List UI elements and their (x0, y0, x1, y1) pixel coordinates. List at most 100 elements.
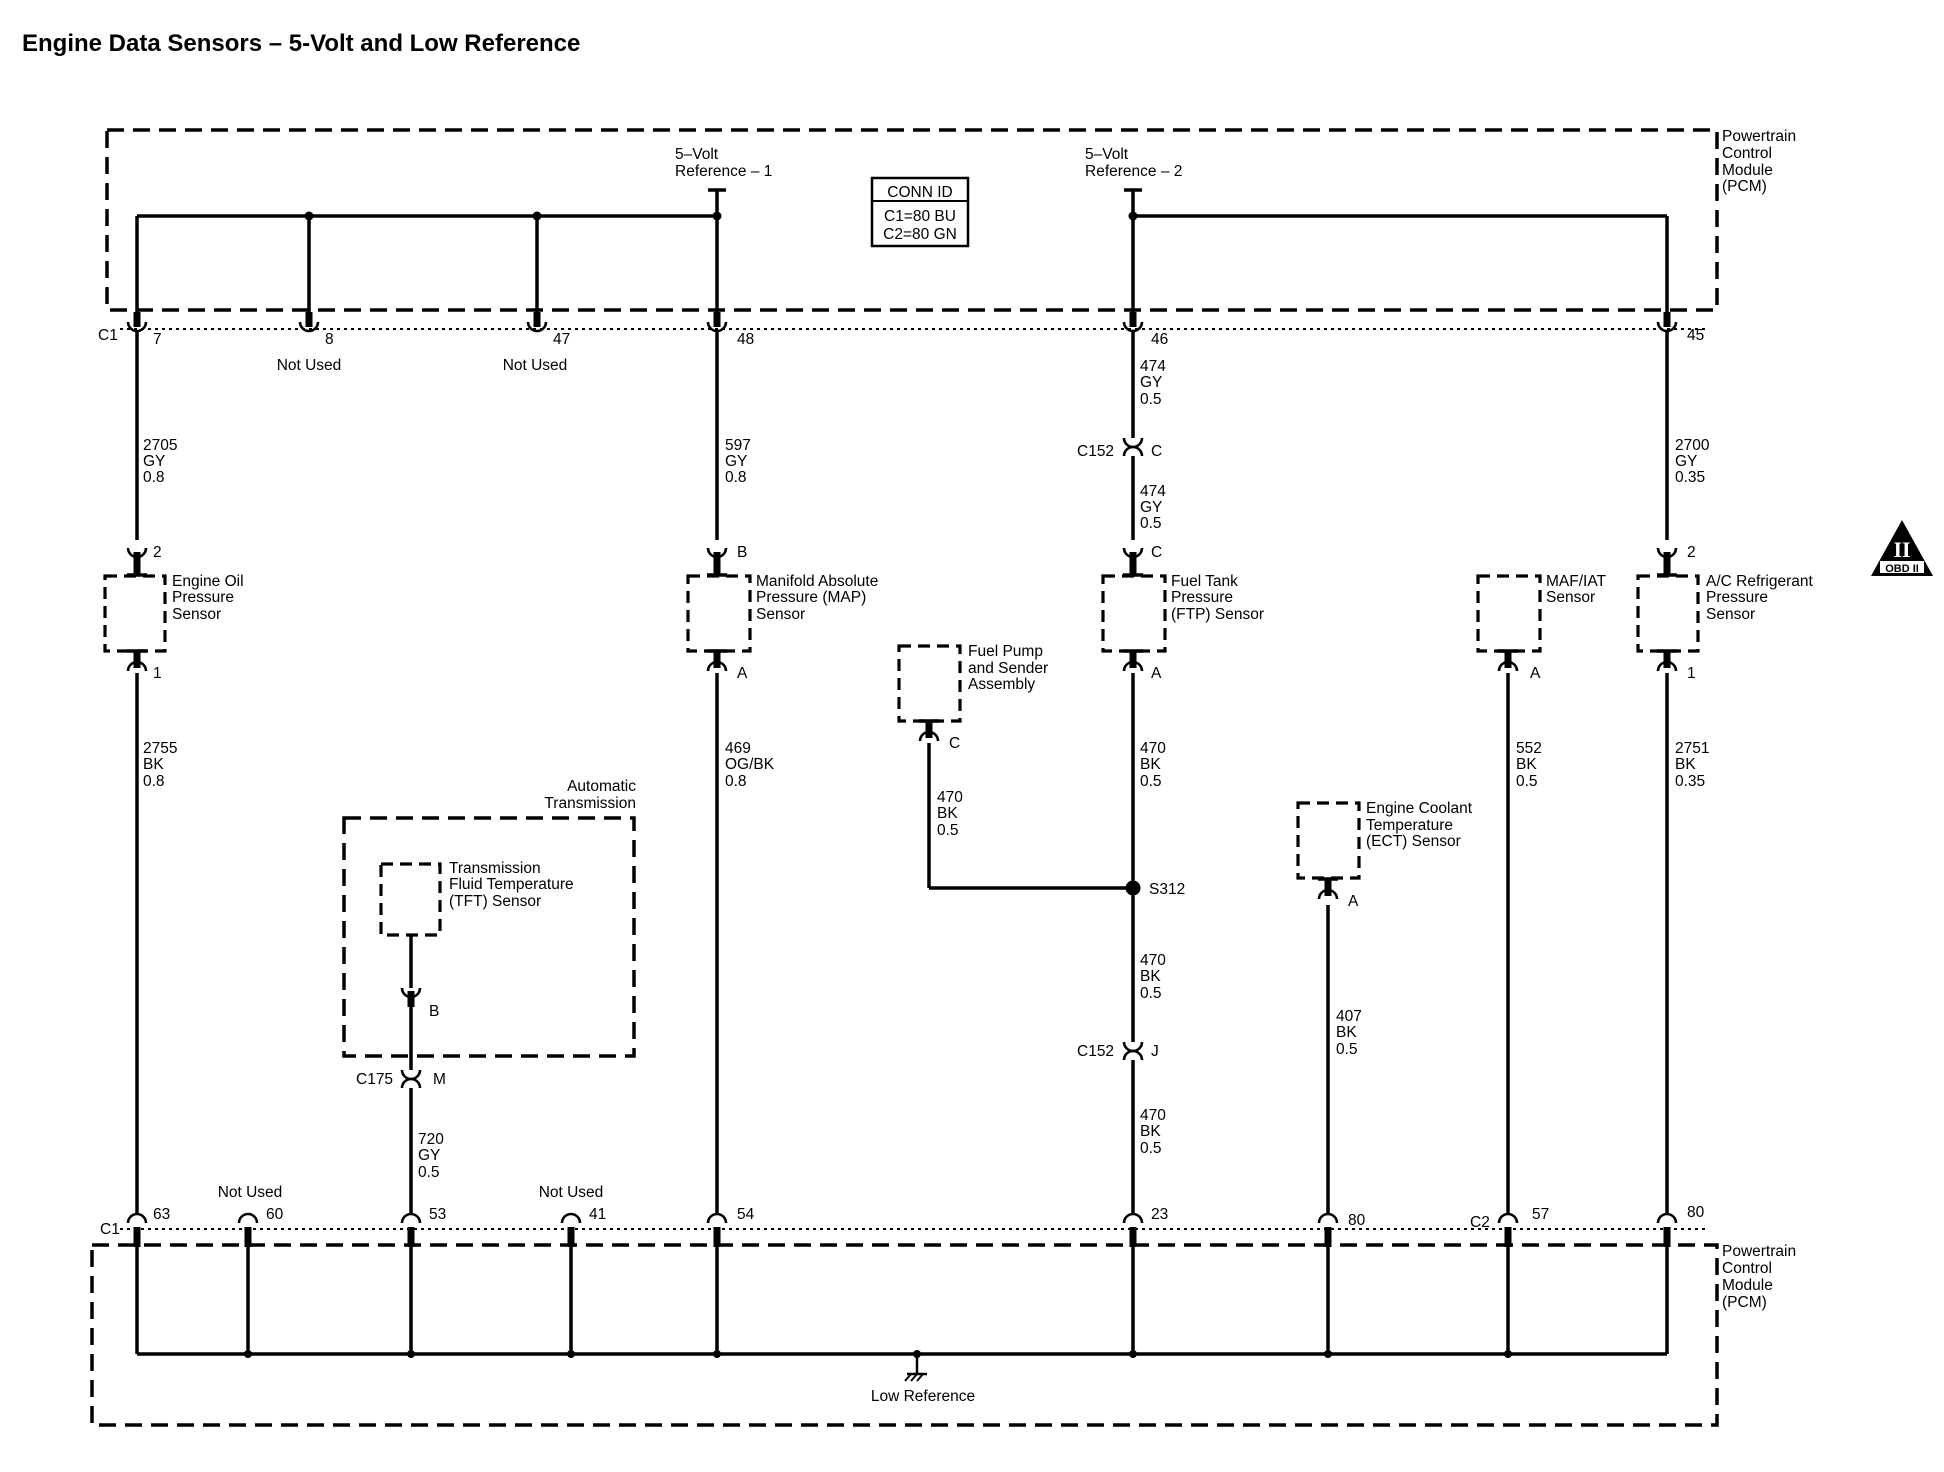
top-pin-48: 48 (737, 331, 754, 348)
ref2-label-line1: 5–Volt (1085, 146, 1129, 163)
auto-trans-box (342, 816, 636, 1058)
bottom-pin-54: 54 (737, 1206, 755, 1223)
svg-text:Fuel Pump: Fuel Pump (968, 643, 1043, 660)
svg-text:0.5: 0.5 (1140, 515, 1162, 532)
bottom-pin-57: 57 (1532, 1206, 1549, 1223)
inline-connectors (400, 437, 1144, 1089)
svg-text:0.5: 0.5 (1336, 1041, 1358, 1058)
svg-text:BK: BK (1675, 756, 1696, 773)
svg-text:Temperature: Temperature (1366, 817, 1453, 834)
svg-text:BK: BK (1516, 756, 1537, 773)
pin-oil-1: 1 (153, 665, 162, 682)
svg-text:720: 720 (418, 1131, 444, 1148)
top-c1-label: C1 (98, 327, 118, 344)
pcm-top-label-line: Control (1722, 145, 1772, 162)
pcm-bottom-label-line: (PCM) (1722, 1294, 1767, 1311)
pin-map-a: A (737, 665, 748, 682)
pin-c152-c-top: C (1151, 443, 1162, 460)
svg-text:Sensor: Sensor (756, 606, 805, 623)
pin-ftp-a: A (1151, 665, 1162, 682)
conn-id-box: CONN ID C1=80 BU C2=80 GN (870, 176, 970, 248)
svg-text:407: 407 (1336, 1008, 1362, 1025)
svg-text:470: 470 (1140, 740, 1166, 757)
bottom-pin-41: 41 (589, 1206, 606, 1223)
engine-oil-pressure-sensor (103, 547, 167, 672)
svg-text:2751: 2751 (1675, 740, 1709, 757)
bottom-pin-80: 80 (1348, 1212, 1366, 1229)
svg-text:0.5: 0.5 (1140, 391, 1162, 408)
pin-ftp-c: C (1151, 544, 1162, 561)
bottom-pin-53: 53 (429, 1206, 446, 1223)
top-pin-7: 7 (153, 331, 162, 348)
ref1-label-line2: Reference – 1 (675, 163, 772, 180)
pin-ac-1: 1 (1687, 665, 1696, 682)
svg-text:Assembly: Assembly (968, 676, 1035, 693)
bottom-c2-label: C2 (1470, 1214, 1490, 1231)
not-used-label: Not Used (503, 357, 568, 374)
svg-text:0.8: 0.8 (143, 469, 165, 486)
svg-text:0.5: 0.5 (418, 1164, 440, 1181)
svg-text:0.8: 0.8 (143, 773, 165, 790)
svg-text:470: 470 (1140, 1107, 1166, 1124)
svg-text:552: 552 (1516, 740, 1542, 757)
svg-text:GY: GY (143, 453, 165, 470)
svg-text:0.8: 0.8 (725, 469, 747, 486)
svg-text:474: 474 (1140, 358, 1166, 375)
svg-text:Sensor: Sensor (1546, 589, 1595, 606)
svg-text:469: 469 (725, 740, 751, 757)
pcm-top-box (105, 128, 1719, 330)
svg-text:Fuel Tank: Fuel Tank (1171, 573, 1238, 590)
pin-ect-a: A (1348, 893, 1359, 910)
pcm-bottom-box (90, 1228, 1719, 1427)
svg-text:0.35: 0.35 (1675, 469, 1705, 486)
pcm-top-label-line: Powertrain (1722, 128, 1796, 145)
svg-text:0.5: 0.5 (1140, 1140, 1162, 1157)
conn-id-c1: C1=80 BU (884, 208, 956, 225)
top-bus-wires (135, 188, 1669, 312)
svg-text:(FTP) Sensor: (FTP) Sensor (1171, 606, 1264, 623)
pcm-bottom-label: Powertrain Control Module (PCM) (1722, 1243, 1796, 1311)
connector-c152-bottom: C152 (1077, 1043, 1114, 1060)
svg-text:BK: BK (1336, 1024, 1357, 1041)
svg-text:A/C Refrigerant: A/C Refrigerant (1706, 573, 1814, 590)
tft-sensor (379, 862, 442, 937)
splice-s312 (1125, 880, 1141, 896)
svg-text:2705: 2705 (143, 437, 177, 454)
ref1-label-line1: 5–Volt (675, 146, 719, 163)
svg-text:Pressure: Pressure (1171, 589, 1233, 606)
svg-text:(ECT) Sensor: (ECT) Sensor (1366, 833, 1461, 850)
svg-text:Engine Coolant: Engine Coolant (1366, 800, 1473, 817)
svg-text:Engine Oil: Engine Oil (172, 573, 244, 590)
svg-text:2755: 2755 (143, 740, 177, 757)
obd-ii-label: OBD II (1885, 563, 1919, 575)
svg-text:470: 470 (937, 789, 963, 806)
bottom-pin-80-c2: 80 (1687, 1204, 1705, 1221)
svg-text:GY: GY (725, 453, 747, 470)
top-pin-8: 8 (325, 331, 334, 348)
pcm-top-label-line: Module (1722, 162, 1773, 179)
svg-text:Sensor: Sensor (1706, 606, 1755, 623)
pin-maf-a: A (1530, 665, 1541, 682)
svg-text:2700: 2700 (1675, 437, 1710, 454)
fuel-pump-sender-assembly (897, 644, 962, 742)
pcm-bottom-label-line: Module (1722, 1277, 1773, 1294)
svg-text:0.8: 0.8 (725, 773, 747, 790)
svg-text:0.5: 0.5 (937, 822, 959, 839)
pcm-top-label-line: (PCM) (1722, 178, 1767, 195)
connector-c175: C175 (356, 1071, 393, 1088)
